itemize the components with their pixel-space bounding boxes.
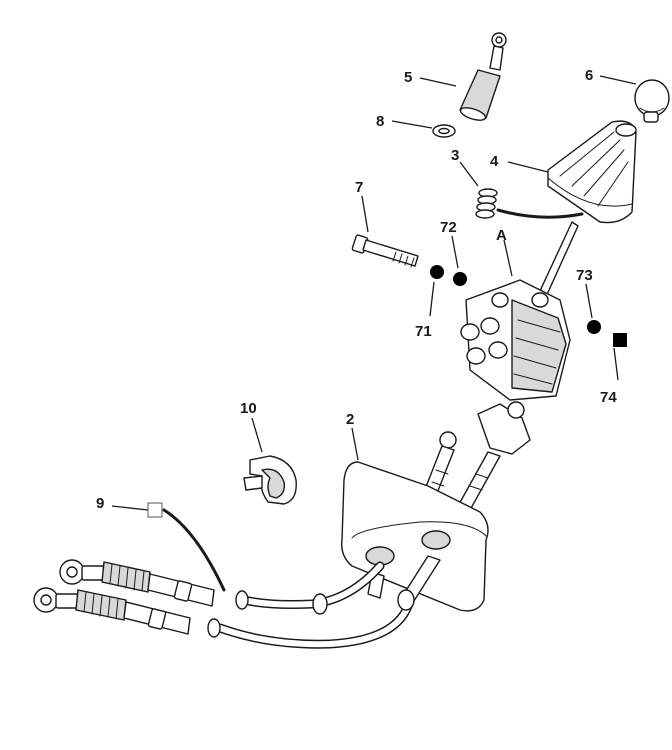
leader-lines xyxy=(111,75,637,592)
part-4-gaiter xyxy=(547,120,637,224)
callout-4: 4 xyxy=(490,153,499,170)
markers xyxy=(147,265,627,518)
callout-9: 9 xyxy=(96,495,104,512)
callout-5: 5 xyxy=(404,69,412,86)
part-A-selector-housing xyxy=(460,221,579,401)
part-2-base-plate xyxy=(341,461,489,612)
part-5-damper xyxy=(459,32,507,121)
callout-2: 2 xyxy=(346,411,354,428)
cable-end-lower xyxy=(33,587,191,635)
callout-71: 71 xyxy=(415,323,432,340)
callout-74: 74 xyxy=(600,389,617,406)
part-3-spring xyxy=(475,188,498,219)
callout-6: 6 xyxy=(585,67,593,84)
callout-3: 3 xyxy=(451,147,459,164)
callout-8: 8 xyxy=(376,113,384,130)
callout-7: 7 xyxy=(355,179,363,196)
marker-9 xyxy=(147,502,163,518)
callout-10: 10 xyxy=(240,400,257,417)
cable-end-upper xyxy=(59,559,215,607)
gear-cables xyxy=(207,561,415,649)
marker-71 xyxy=(430,265,444,279)
part-8-washer xyxy=(432,124,456,138)
callout-72: 72 xyxy=(440,219,457,236)
part-10-clip xyxy=(243,455,297,505)
marker-73 xyxy=(587,320,601,334)
part-6-gear-knob xyxy=(634,79,670,123)
marker-74 xyxy=(613,333,627,347)
part-7-bolt xyxy=(351,234,419,268)
callout-73: 73 xyxy=(576,267,593,284)
callouts: 5 6 8 3 4 7 72 A 73 71 74 10 2 9 xyxy=(96,67,617,512)
callout-A: A xyxy=(496,227,507,244)
lever-rod xyxy=(496,208,584,219)
marker-72 xyxy=(453,272,467,286)
